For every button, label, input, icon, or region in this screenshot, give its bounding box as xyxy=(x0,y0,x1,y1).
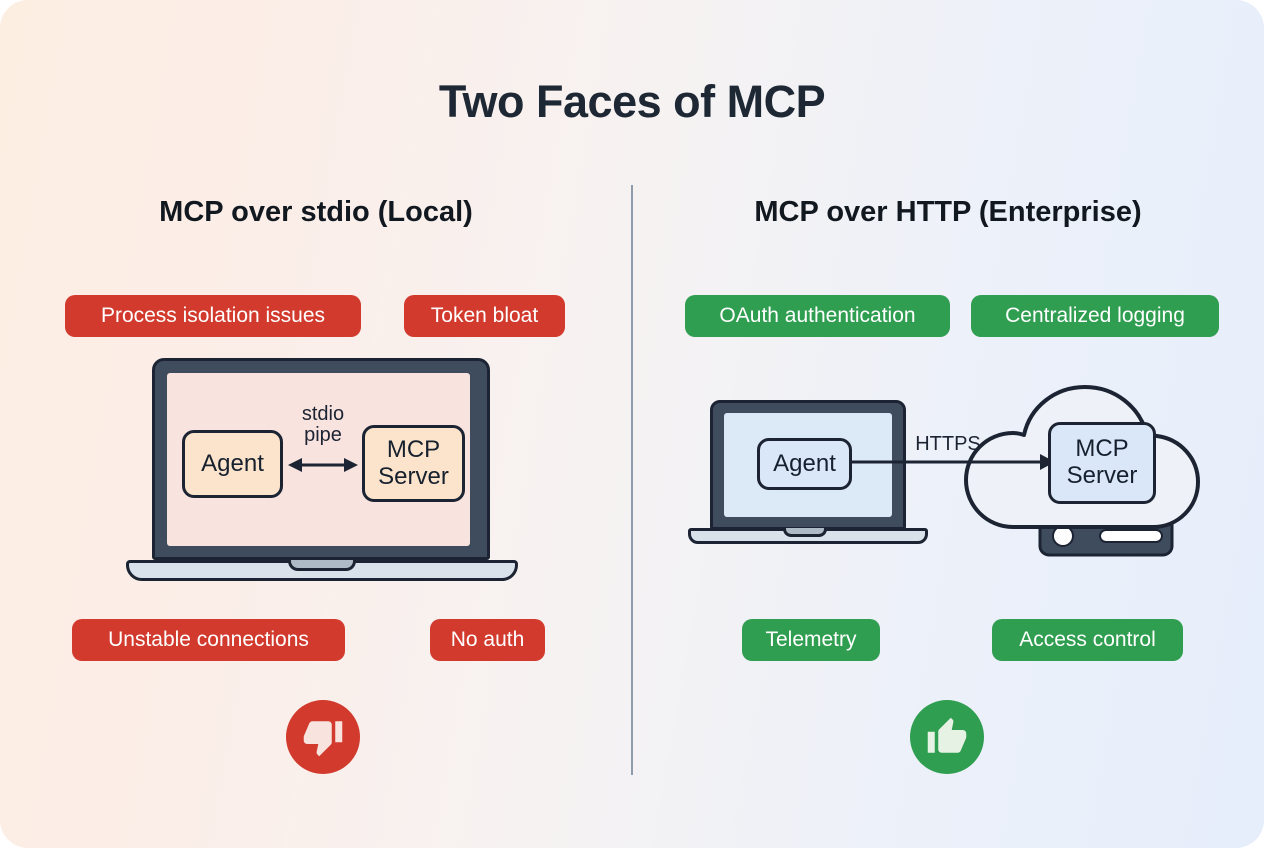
https-arrow-icon xyxy=(852,454,1055,470)
con-badge-token-bloat: Token bloat xyxy=(404,295,565,337)
con-badge-unstable-connections: Unstable connections xyxy=(72,619,345,661)
local-agent-node: Agent xyxy=(182,430,283,498)
enterprise-agent-node: Agent xyxy=(757,438,852,490)
enterprise-heading: MCP over HTTP (Enterprise) xyxy=(754,196,1142,228)
enterprise-column: MCP over HTTP (Enterprise) OAuth authent… xyxy=(632,0,1264,848)
https-label: HTTPS xyxy=(915,433,981,455)
page-title: Two Faces of MCP xyxy=(438,76,826,127)
verdict-positive xyxy=(910,700,984,774)
con-badge-process-isolation: Process isolation issues xyxy=(65,295,361,337)
thumbs-down-icon xyxy=(303,721,343,757)
local-mcp-server-node: MCP Server xyxy=(362,425,465,502)
con-badge-no-auth: No auth xyxy=(430,619,545,661)
local-heading: MCP over stdio (Local) xyxy=(159,196,473,228)
pro-badge-access-control: Access control xyxy=(992,619,1183,661)
stdio-pipe-label: stdio pipe xyxy=(301,403,345,446)
enterprise-laptop-notch xyxy=(783,528,827,537)
enterprise-mcp-server-node: MCP Server xyxy=(1048,422,1156,504)
pro-badge-centralized-logging: Centralized logging xyxy=(971,295,1219,337)
pro-badge-oauth: OAuth authentication xyxy=(685,295,950,337)
thumbs-up-icon xyxy=(927,717,967,753)
verdict-negative xyxy=(286,700,360,774)
server-slot-icon xyxy=(1099,529,1163,543)
local-laptop-notch xyxy=(288,560,356,571)
stdio-double-arrow-icon xyxy=(288,458,358,472)
column-divider xyxy=(631,185,633,775)
local-column: MCP over stdio (Local) Process isolation… xyxy=(65,196,565,774)
pro-badge-telemetry: Telemetry xyxy=(742,619,880,661)
